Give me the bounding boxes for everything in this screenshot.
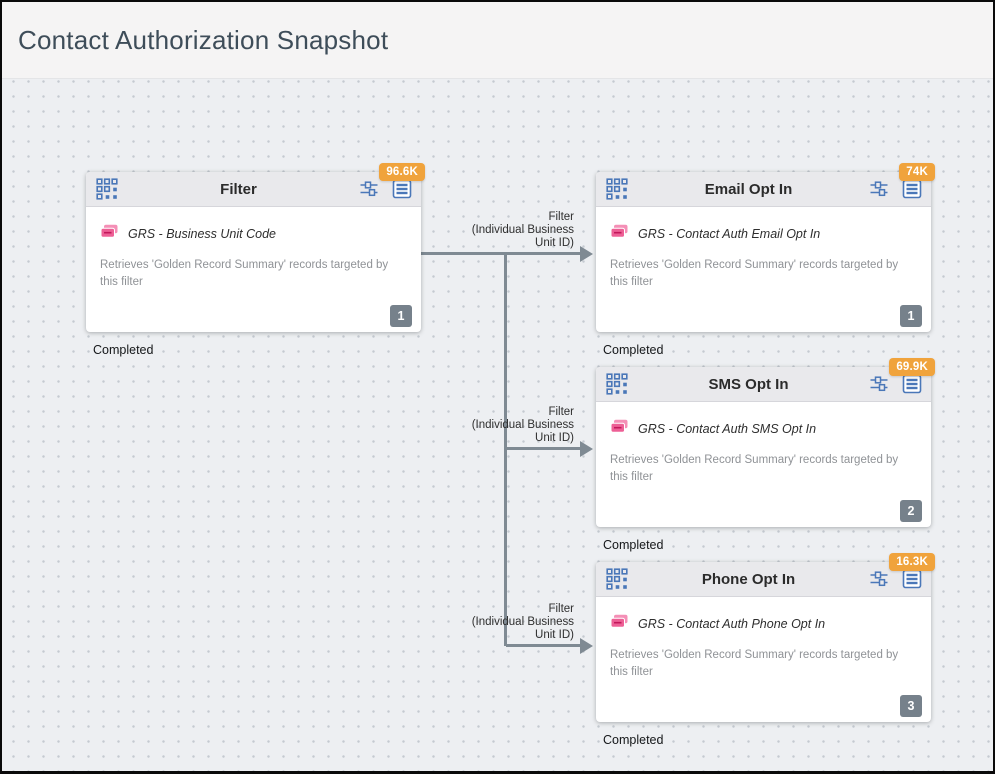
activity-card[interactable]: 74K Email Opt In GRS - Contact bbox=[596, 163, 935, 332]
connector-arrowhead-icon bbox=[580, 441, 593, 457]
connector-line bbox=[506, 447, 581, 450]
connector-arrowhead-icon bbox=[580, 638, 593, 654]
node-description: Retrieves 'Golden Record Summary' record… bbox=[610, 259, 899, 289]
node-body: GRS - Contact Auth SMS Opt In Retrieves … bbox=[596, 402, 931, 527]
node-email-opt-in[interactable]: 74K Email Opt In GRS - Contact bbox=[596, 163, 935, 357]
node-filter[interactable]: 96.6K Filter GRS - Business Un bbox=[86, 163, 425, 357]
connector-line bbox=[506, 644, 581, 647]
filter-source-label: GRS - Contact Auth Phone Opt In bbox=[638, 617, 826, 631]
step-number-badge: 2 bbox=[900, 500, 922, 522]
node-header: Filter bbox=[86, 172, 421, 207]
node-title: Email Opt In bbox=[704, 180, 793, 198]
node-body: GRS - Contact Auth Phone Opt In Retrieve… bbox=[596, 597, 931, 722]
node-title: SMS Opt In bbox=[708, 375, 789, 393]
configure-sliders-icon[interactable] bbox=[869, 569, 889, 589]
node-description: Retrieves 'Golden Record Summary' record… bbox=[610, 649, 899, 679]
node-body: GRS - Business Unit Code Retrieves 'Gold… bbox=[86, 207, 421, 332]
grid-handle-icon[interactable] bbox=[606, 568, 628, 590]
filter-source-label: GRS - Business Unit Code bbox=[128, 227, 276, 241]
data-extension-icon bbox=[610, 419, 629, 439]
grid-handle-icon[interactable] bbox=[96, 178, 118, 200]
status-label: Completed bbox=[93, 343, 154, 357]
step-number-badge: 3 bbox=[900, 695, 922, 717]
status-label: Completed bbox=[603, 538, 664, 552]
connector-line bbox=[421, 252, 581, 255]
node-phone-opt-in[interactable]: 16.3K Phone Opt In GRS - Conta bbox=[596, 553, 935, 747]
data-extension-icon bbox=[100, 224, 119, 244]
results-list-icon[interactable] bbox=[902, 569, 922, 589]
record-count-badge: 69.9K bbox=[889, 358, 935, 376]
node-body: GRS - Contact Auth Email Opt In Retrieve… bbox=[596, 207, 931, 332]
node-header: SMS Opt In bbox=[596, 367, 931, 402]
configure-sliders-icon[interactable] bbox=[359, 179, 379, 199]
node-header: Email Opt In bbox=[596, 172, 931, 207]
step-number-badge: 1 bbox=[390, 305, 412, 327]
connector-label: Filter (Individual Business Unit ID) bbox=[471, 211, 574, 249]
record-count-badge: 74K bbox=[899, 163, 935, 181]
node-title: Phone Opt In bbox=[701, 570, 796, 588]
results-list-icon[interactable] bbox=[902, 374, 922, 394]
page-title: Contact Authorization Snapshot bbox=[18, 24, 389, 55]
record-count-badge: 96.6K bbox=[379, 163, 425, 181]
node-description: Retrieves 'Golden Record Summary' record… bbox=[100, 259, 389, 289]
filter-source-label: GRS - Contact Auth Email Opt In bbox=[638, 227, 821, 241]
data-extension-icon bbox=[610, 224, 629, 244]
node-description: Retrieves 'Golden Record Summary' record… bbox=[610, 454, 899, 484]
connector-label: Filter (Individual Business Unit ID) bbox=[471, 406, 574, 444]
node-header: Phone Opt In bbox=[596, 562, 931, 597]
activity-card[interactable]: 16.3K Phone Opt In GRS - Conta bbox=[596, 553, 935, 722]
activity-card[interactable]: 96.6K Filter GRS - Business Un bbox=[86, 163, 425, 332]
configure-sliders-icon[interactable] bbox=[869, 374, 889, 394]
grid-handle-icon[interactable] bbox=[606, 373, 628, 395]
data-extension-icon bbox=[610, 614, 629, 634]
connector-arrowhead-icon bbox=[580, 246, 593, 262]
grid-handle-icon[interactable] bbox=[606, 178, 628, 200]
filter-source-label: GRS - Contact Auth SMS Opt In bbox=[638, 422, 817, 436]
connector-label: Filter (Individual Business Unit ID) bbox=[471, 603, 574, 641]
page-header: Contact Authorization Snapshot bbox=[2, 2, 993, 79]
activity-card[interactable]: 69.9K SMS Opt In GRS - Contact bbox=[596, 358, 935, 527]
step-number-badge: 1 bbox=[900, 305, 922, 327]
status-label: Completed bbox=[603, 733, 664, 747]
node-title: Filter bbox=[220, 180, 257, 198]
configure-sliders-icon[interactable] bbox=[869, 179, 889, 199]
results-list-icon[interactable] bbox=[902, 179, 922, 199]
results-list-icon[interactable] bbox=[392, 179, 412, 199]
status-label: Completed bbox=[603, 343, 664, 357]
node-sms-opt-in[interactable]: 69.9K SMS Opt In GRS - Contact bbox=[596, 358, 935, 552]
record-count-badge: 16.3K bbox=[889, 553, 935, 571]
connector-line bbox=[504, 252, 507, 646]
